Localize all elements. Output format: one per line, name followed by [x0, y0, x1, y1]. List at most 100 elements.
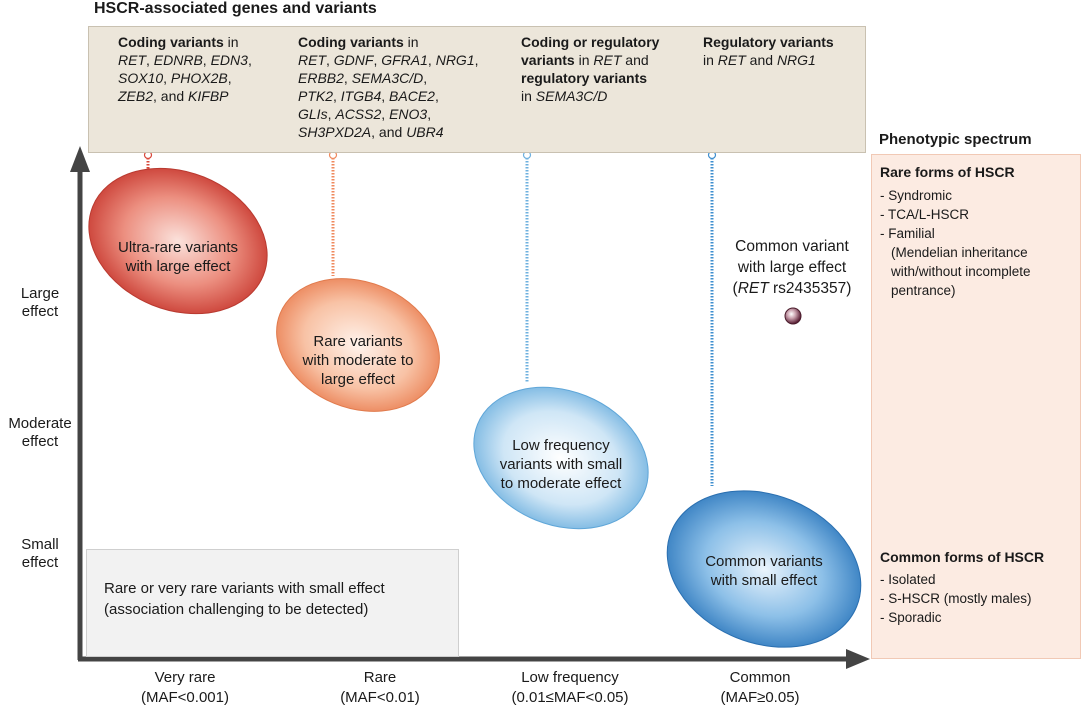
gene-name: RET — [298, 52, 326, 68]
common-large-effect-label: Common variant with large effect (RET rs… — [712, 236, 872, 299]
header-title: HSCR-associated genes and variants — [94, 0, 377, 17]
ellipse-ultra-rare — [88, 167, 268, 315]
y-label-line: Moderate — [8, 415, 72, 432]
y-label-line: effect — [21, 554, 59, 571]
x-label-name: Common — [729, 669, 791, 686]
ellipse-label-line: Low frequency — [512, 437, 610, 454]
gene-column-text: in — [703, 52, 718, 68]
gene-column-text: , — [423, 70, 428, 86]
y-label-line: effect — [21, 433, 59, 450]
rare-forms-item: - Familial — [880, 226, 935, 241]
gene-column-line: SH3PXD2A, and UBR4 — [298, 123, 518, 141]
gene-column-line: in SEMA3C/D — [521, 87, 701, 105]
gene-column-line: variants in RET and — [521, 51, 701, 69]
gene-column-line: Regulatory variants — [703, 33, 863, 51]
gene-column-text: Coding variants — [118, 34, 224, 50]
gene-column-line: Coding variants in — [298, 33, 518, 51]
rare-forms-title: Rare forms of HSCR — [880, 164, 1015, 180]
y-label-line: Large — [20, 285, 60, 302]
ellipse-label-rare: Rare variants with moderate to large eff… — [283, 332, 433, 389]
gene-column-text: regulatory variants — [521, 70, 648, 86]
gene-column-line: Coding or regulatory — [521, 33, 701, 51]
gene-column-line: SOX10, PHOX2B, — [118, 69, 293, 87]
x-label-maf: (MAF≥0.05) — [720, 689, 800, 706]
rare-forms-item: with/without incomplete — [891, 264, 1031, 279]
gene-name: ERBB2 — [298, 70, 344, 86]
phenotypic-spectrum-title: Phenotypic spectrum — [879, 131, 1032, 148]
gene-column-text: , — [427, 106, 432, 122]
axes — [70, 146, 870, 669]
gene-column-line: RET, EDNRB, EDN3, — [118, 51, 293, 69]
ellipse-label-line: Rare variants — [313, 333, 403, 350]
gene-name: GLIs — [298, 106, 328, 122]
ellipse-low-frequency — [473, 386, 649, 530]
x-label-maf: (MAF<0.01) — [340, 689, 420, 706]
gene-name: ITGB4 — [340, 88, 382, 104]
rare-small-effect-line: (association challenging to be detected) — [104, 601, 369, 618]
x-label-maf: (MAF<0.001) — [141, 689, 229, 706]
gene-column-line: regulatory variants — [521, 69, 701, 87]
rare-forms-section: Rare forms of HSCR - Syndromic - TCA/L-H… — [880, 163, 1080, 300]
gene-column-text: , — [247, 52, 252, 68]
common-large-line: with large effect — [737, 259, 847, 276]
ellipse-label-line: with moderate to — [302, 352, 414, 369]
connector-lines — [143, 150, 717, 486]
gene-name: SEMA3C/D — [535, 88, 608, 104]
y-label-small-effect: Small effect — [0, 536, 80, 572]
gene-name: SEMA3C/D — [351, 70, 424, 86]
gene-name: GFRA1 — [381, 52, 428, 68]
gene-column-line: GLIs, ACSS2, ENO3, — [298, 105, 518, 123]
y-label-moderate-effect: Moderate effect — [0, 415, 80, 451]
gene-variant-box — [88, 26, 866, 153]
gene-column-line: in RET and NRG1 — [703, 51, 863, 69]
gene-column-text: , — [381, 106, 390, 122]
y-label-large-effect: Large effect — [0, 285, 80, 321]
x-label-name: Very rare — [154, 669, 216, 686]
gene-column-text: , — [343, 70, 352, 86]
common-forms-title: Common forms of HSCR — [880, 549, 1045, 565]
gene-column-text: , — [202, 52, 211, 68]
rare-forms-item: - Syndromic — [880, 188, 953, 203]
gene-column-text: , and — [153, 88, 189, 104]
gene-column-line: RET, GDNF, GFRA1, NRG1, — [298, 51, 518, 69]
gene-name: GDNF — [333, 52, 374, 68]
x-label-name: Low frequency — [521, 669, 619, 686]
y-label-line: Small — [21, 536, 59, 553]
rare-forms-item: (Mendelian inheritance — [891, 245, 1028, 260]
gene-name: EDN3 — [210, 52, 248, 68]
gene-name: PTK2 — [298, 88, 334, 104]
ellipse-label-line: to moderate effect — [500, 475, 622, 492]
x-label-maf: (0.01≤MAF<0.05) — [511, 689, 629, 706]
gene-name: SOX10 — [118, 70, 164, 86]
gene-column-text: , — [163, 70, 171, 86]
gene-column-text: , — [333, 88, 341, 104]
ellipse-label-line: Ultra-rare variants — [117, 239, 239, 256]
gene-name: EDNRB — [153, 52, 203, 68]
gene-column-text: variants — [521, 52, 575, 68]
common-forms-item: - Sporadic — [880, 610, 942, 625]
gene-name: ENO3 — [389, 106, 428, 122]
ellipse-label-common: Common variants with small effect — [684, 552, 844, 590]
gene-column-text: , — [227, 70, 232, 86]
gene-column-line: ERBB2, SEMA3C/D, — [298, 69, 518, 87]
rare-forms-item: - TCA/L-HSCR — [880, 207, 970, 222]
ellipse-label-line: variants with small — [499, 456, 623, 473]
common-large-gene: RET — [737, 280, 769, 297]
gene-column-text: in — [521, 88, 536, 104]
gene-name: KIFBP — [188, 88, 229, 104]
ellipse-rare — [276, 278, 440, 412]
gene-column-text: and — [621, 52, 649, 68]
ellipse-label-line: with large effect — [125, 258, 231, 275]
gene-column-text: Regulatory variants — [703, 34, 834, 50]
common-large-line: Common variant — [735, 238, 849, 255]
gene-column-text: Coding or regulatory — [521, 34, 660, 50]
rare-forms-item: pentrance) — [891, 283, 956, 298]
x-label-rare: Rare (MAF<0.01) — [310, 668, 450, 708]
gene-name: ZEB2 — [118, 88, 154, 104]
gene-column-text: , — [373, 52, 382, 68]
gene-column-text: , — [474, 52, 479, 68]
